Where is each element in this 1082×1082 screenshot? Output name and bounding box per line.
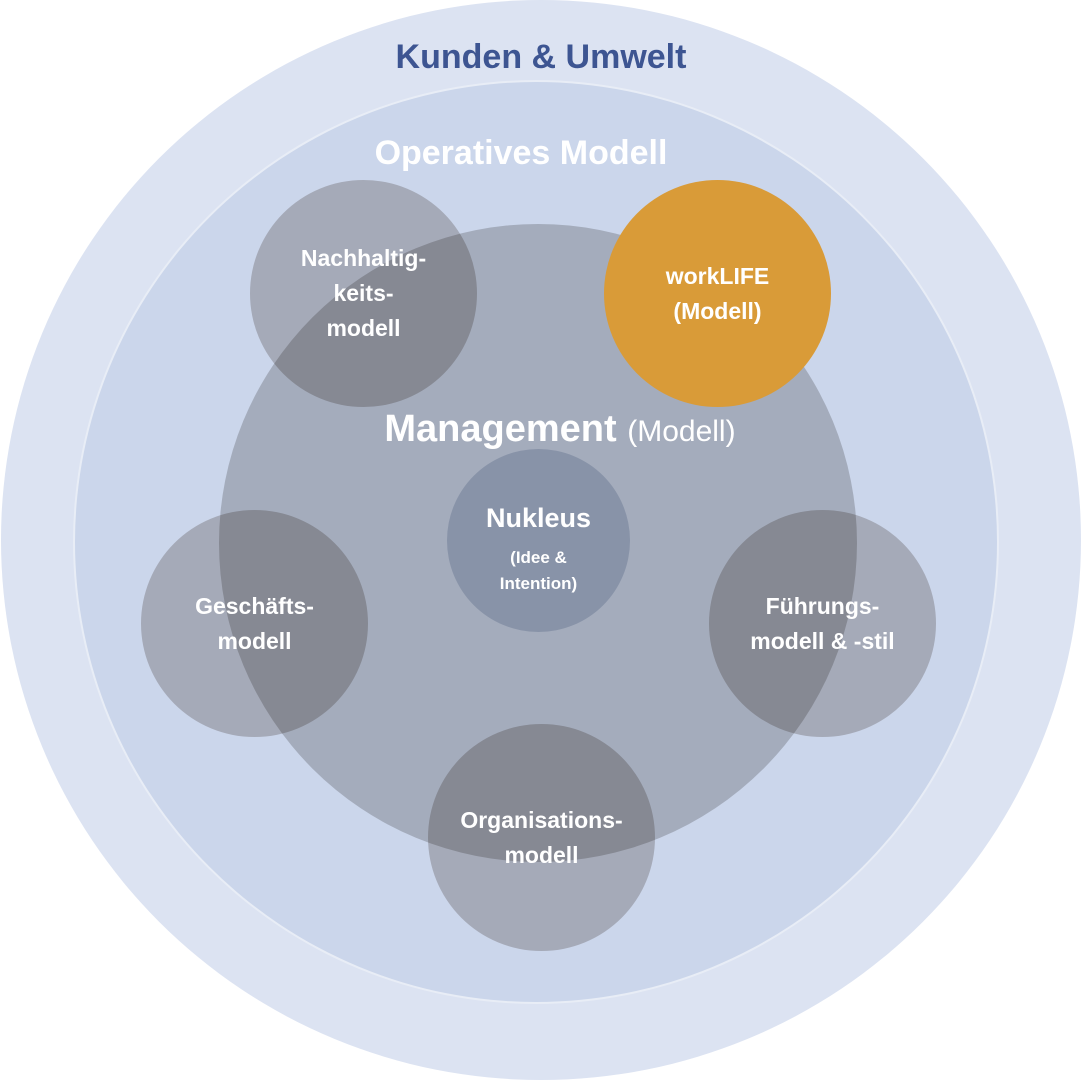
worklife-circle (604, 180, 831, 407)
worklife-line2: (Modell) (673, 298, 762, 324)
nucleus-subtitle: (Idee & Intention) (447, 545, 630, 597)
nucleus-subtitle-line1: (Idee & (510, 548, 567, 567)
fuehrungsmodell-label: Führungs- modell & -stil (709, 589, 936, 659)
geschaeftsmodell-circle (141, 510, 368, 737)
organisation-line2: modell (504, 842, 579, 868)
fuehrung-line1: Führungs- (765, 593, 880, 619)
organisation-line1: Organisations- (460, 807, 623, 833)
management-title-main: Management (384, 408, 617, 450)
geschaeftsmodell-label: Geschäfts- modell (141, 589, 368, 659)
fuehrung-line2: modell & -stil (750, 628, 895, 654)
kunden-umwelt-title: Kunden & Umwelt (395, 38, 687, 76)
worklife-label: workLIFE (Modell) (604, 259, 831, 329)
operative-model-title: Operatives Modell (374, 134, 668, 172)
management-title: Management (Modell) (310, 408, 810, 451)
nucleus-title: Nukleus (485, 503, 592, 533)
management-subtitle: (Modell) (627, 415, 736, 448)
worklife-line1: workLIFE (665, 263, 770, 289)
nachhaltigkeit-line2: keits- (333, 280, 394, 306)
nucleus-subtitle-line2: Intention) (499, 574, 578, 593)
geschaeft-line2: modell (217, 628, 292, 654)
nachhaltigkeitsmodell-circle (250, 180, 477, 407)
nachhaltigkeit-line1: Nachhaltig- (300, 245, 427, 271)
nachhaltigkeitsmodell-label: Nachhaltig- keits- modell (250, 241, 477, 346)
nachhaltigkeit-line3: modell (326, 315, 401, 341)
fuehrungsmodell-circle (709, 510, 936, 737)
organisationsmodell-label: Organisations- modell (428, 803, 655, 873)
nucleus-circle (447, 449, 630, 632)
geschaeft-line1: Geschäfts- (195, 593, 314, 619)
organisationsmodell-circle (428, 724, 655, 951)
